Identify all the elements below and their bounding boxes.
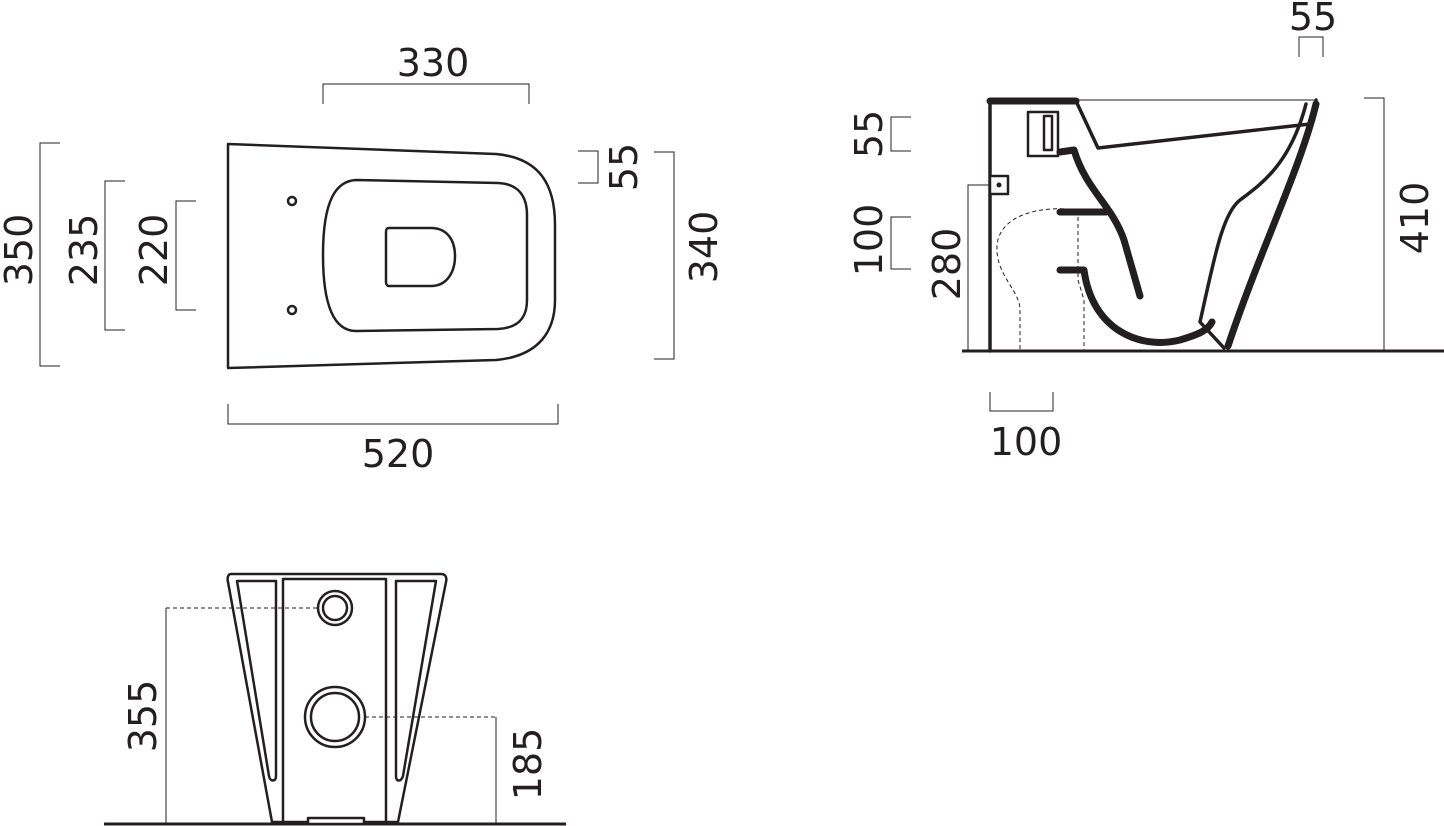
side-view-trap [1056, 266, 1216, 346]
side-view: 55 55 100 280 410 100 [847, 0, 1444, 464]
rear-view-upper-inlet-inner [321, 594, 349, 622]
dim-label-280: 280 [925, 228, 969, 301]
side-view-drain-dashed [996, 208, 1079, 351]
rear-view-left-rib [235, 579, 278, 782]
dim-label-100-bottom: 100 [990, 420, 1063, 464]
dim-label-340: 340 [682, 211, 726, 284]
dim-line-55-top-view [578, 150, 599, 184]
dim-label-55-top-view: 55 [602, 143, 646, 191]
top-view: 330 520 350 235 220 55 340 [0, 41, 726, 476]
dim-label-220: 220 [132, 214, 176, 287]
dim-line-220 [175, 200, 196, 311]
rear-view-base-foot [306, 816, 366, 826]
rear-view-lower-outlet-inner [309, 691, 361, 743]
dim-line-350 [39, 142, 60, 367]
dim-label-55-side-left: 55 [847, 110, 891, 158]
dim-line-410 [1364, 97, 1385, 351]
side-view-seat [1074, 98, 1318, 150]
top-view-fixing-hole-lower [286, 304, 298, 316]
dim-label-185: 185 [506, 728, 550, 801]
dim-label-100-side-left: 100 [847, 204, 891, 277]
dim-line-280 [967, 184, 990, 351]
side-view-water-inlet-dot [996, 182, 1002, 188]
dim-label-520: 520 [362, 432, 435, 476]
top-view-fixing-hole-upper [286, 195, 298, 207]
dim-line-100-bottom [989, 392, 1054, 412]
dim-line-520 [227, 404, 559, 425]
dim-line-340 [654, 151, 675, 360]
side-view-drain-dashed-2 [1077, 210, 1085, 351]
top-view-outlet [384, 226, 457, 288]
dim-line-330 [322, 83, 530, 104]
dim-label-330: 330 [397, 41, 470, 85]
rear-view: 355 185 [104, 572, 566, 826]
dim-line-55-side-left [890, 116, 911, 152]
dim-line-55-side-top [1298, 36, 1324, 57]
side-view-outer-shell-inner [1198, 102, 1308, 350]
rear-view-right-rib [394, 579, 438, 782]
side-view-inlet-slot [1042, 114, 1054, 152]
dim-line-235 [104, 180, 125, 331]
dim-label-55-side-top: 55 [1289, 0, 1337, 39]
dim-label-355: 355 [121, 680, 165, 753]
side-view-outer-shell [1224, 100, 1320, 350]
dim-label-410: 410 [1393, 182, 1437, 255]
dim-label-235: 235 [62, 214, 106, 287]
dim-line-100-side-left [890, 216, 911, 270]
dim-label-350: 350 [0, 214, 41, 287]
side-view-bowl [1056, 146, 1144, 300]
